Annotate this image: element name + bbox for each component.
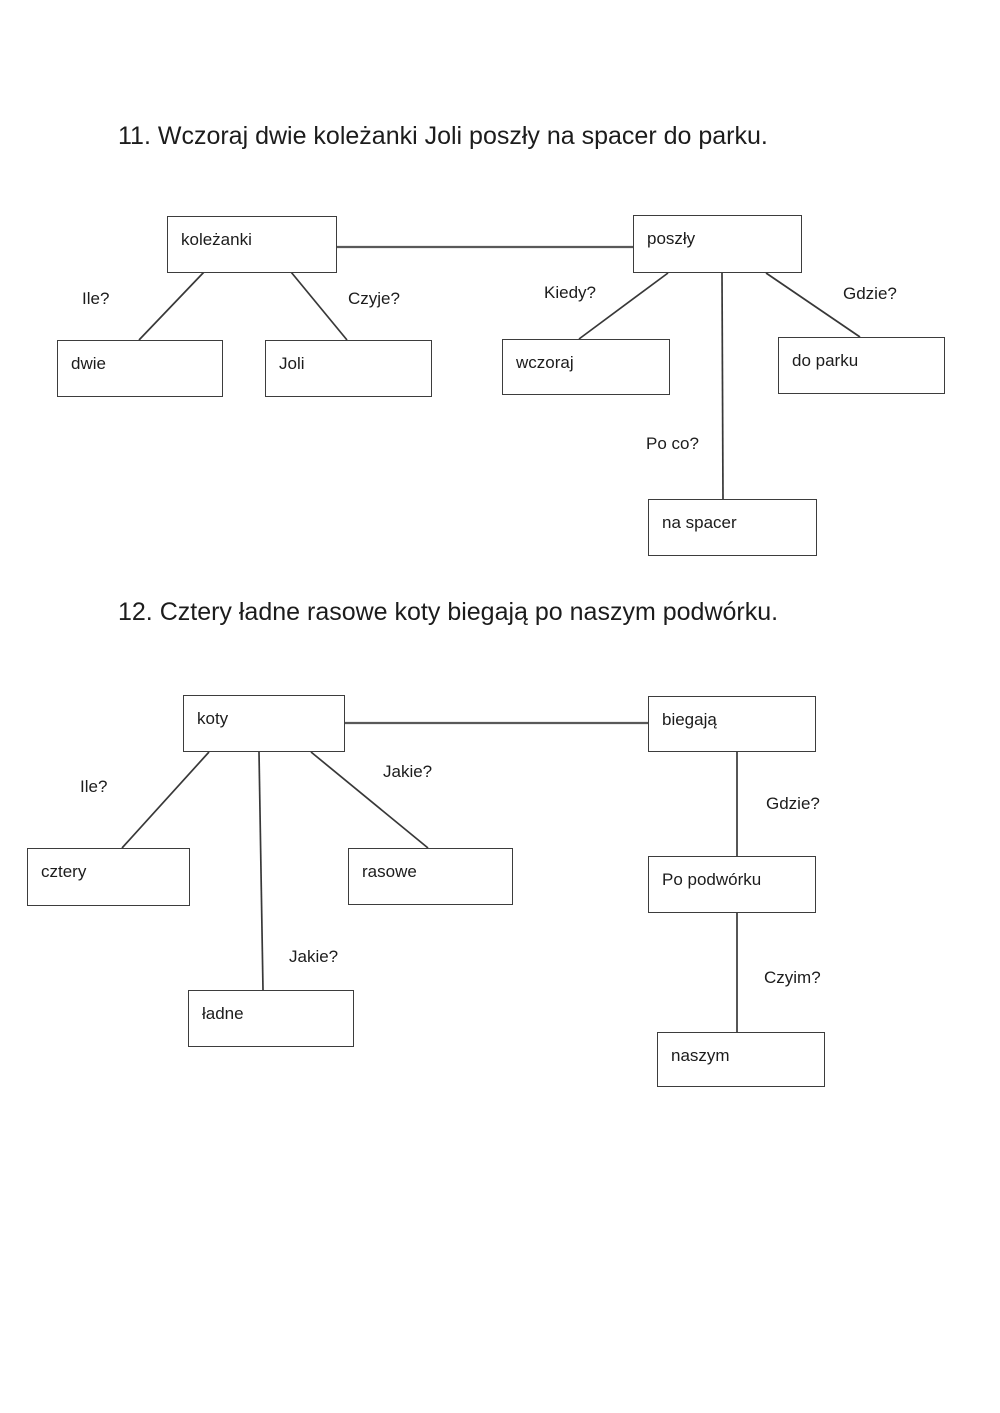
question-label-ile-12: Ile? [80,777,108,796]
question-label-czyje: Czyje? [348,289,400,308]
node-dwie: dwie [57,340,223,397]
question-label-jakie-top: Jakie? [383,762,433,781]
node-joli: Joli [265,340,432,397]
node-na-spacer: na spacer [648,499,817,556]
question-label-po-co: Po co? [646,434,699,453]
node-ladne: ładne [188,990,354,1047]
node-naszym: naszym [657,1032,825,1087]
node-cztery: cztery [27,848,190,906]
connector-kolezanki-dwie [138,271,205,341]
connector-kolezanki-joli [290,271,348,341]
node-do-parku: do parku [778,337,945,394]
node-biegaja: biegają [648,696,816,752]
node-wczoraj: wczoraj [502,339,670,395]
node-poszly: poszły [633,215,802,273]
node-rasowe: rasowe [348,848,513,905]
exercise-11-title: 11. Wczoraj dwie koleżanki Joli poszły n… [118,122,768,150]
question-label-kiedy: Kiedy? [544,283,596,302]
node-kolezanki: koleżanki [167,216,337,273]
connector-koty-cztery [121,751,210,849]
connector-koty-ladne [258,751,264,991]
question-label-ile-11: Ile? [82,289,110,308]
connector-poszly-naspacer [721,272,724,500]
connector-poszly-doparku [765,272,861,338]
question-label-gdzie-12: Gdzie? [766,794,820,813]
exercise-12-title: 12. Cztery ładne rasowe koty biegają po … [118,598,779,626]
node-po-podworku: Po podwórku [648,856,816,913]
node-koty: koty [183,695,345,752]
question-label-gdzie-11: Gdzie? [843,284,897,303]
question-label-jakie-bottom: Jakie? [289,947,339,966]
question-label-czyim: Czyim? [764,968,821,987]
